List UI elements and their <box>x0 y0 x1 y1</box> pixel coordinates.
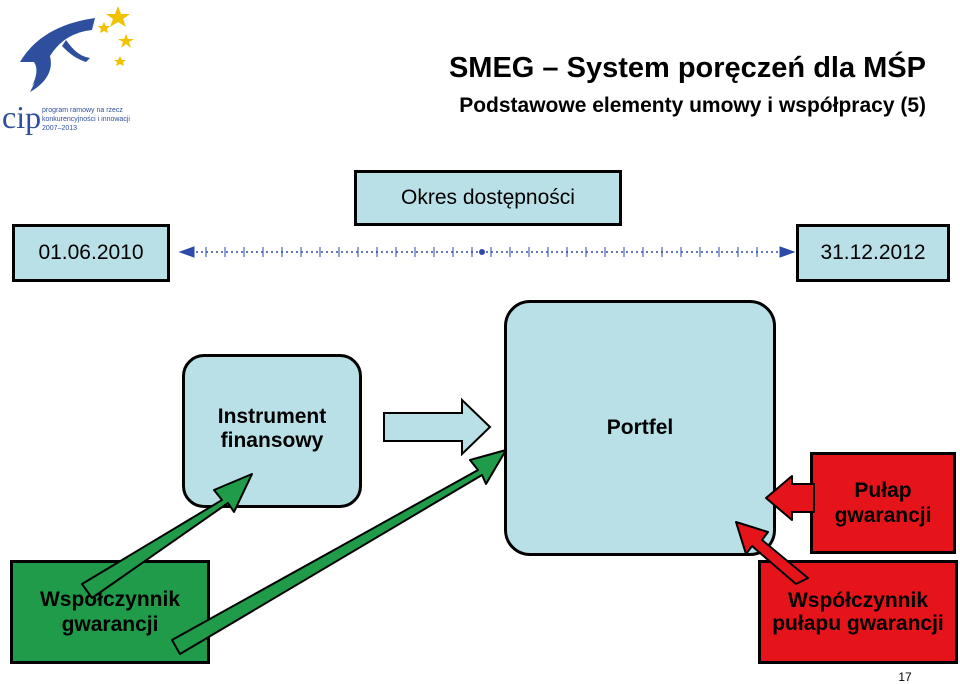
start-date: 01.06.2010 <box>12 224 170 282</box>
page-number: 17 <box>898 670 912 684</box>
stars-icon <box>98 6 134 66</box>
cip-logo: cip program ramowy na rzecz konkurencyjn… <box>2 6 134 135</box>
guarantee-cap-box: Pułap gwarancji <box>810 452 956 554</box>
timeline-label: Okres dostępności <box>354 170 622 226</box>
logo-line2: konkurencyjności i innowacji <box>42 116 130 123</box>
green-arrow-to-instrument <box>81 473 253 599</box>
timeline-midpoint <box>479 249 485 255</box>
logo-line1: program ramowy na rzecz <box>42 107 123 114</box>
logo-text: cip <box>2 99 41 135</box>
page-subtitle: Podstawowe elementy umowy i współpracy (… <box>459 94 926 117</box>
gazelle-icon <box>20 18 95 86</box>
page-title: SMEG – System poręczeń dla MŚP <box>448 52 926 84</box>
flow-arrow <box>383 397 492 457</box>
portfel-box: Portfel <box>504 300 776 556</box>
timeline <box>178 246 796 258</box>
red-arrow-from-cap-rate <box>735 521 809 585</box>
red-arrow-to-portfel <box>765 475 815 521</box>
green-arrow-to-portfel <box>171 449 507 655</box>
timeline-ticks <box>205 247 758 257</box>
logo-years: 2007–2013 <box>42 125 77 132</box>
cap-rate-box: Współczynnik pułapu gwarancji <box>758 560 958 664</box>
timeline-arrow-left <box>178 246 195 258</box>
instrument-box: Instrument finansowy <box>182 354 362 508</box>
timeline-arrow-right <box>779 246 796 258</box>
end-date: 31.12.2012 <box>796 224 950 282</box>
